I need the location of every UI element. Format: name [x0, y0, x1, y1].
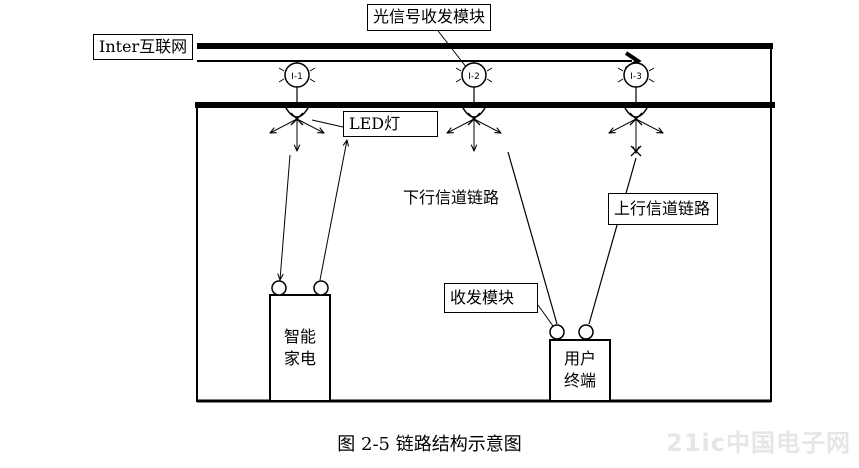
appliance-line-1: 智能: [283, 327, 316, 346]
led-leader-line: [311, 119, 344, 128]
lamp-3: I-3: [609, 61, 663, 157]
module-leader-line: [434, 26, 471, 73]
lamp-2-bulb-icon: [462, 107, 486, 118]
figure-caption: 图 2-5 链路结构示意图: [337, 434, 522, 455]
appliance-label: 智能 家电: [270, 326, 330, 370]
lamp-1-transceiver-icon: [284, 62, 310, 88]
downlink-line: [507, 151, 558, 325]
downlink-label: 下行信道链路: [403, 188, 500, 207]
terminal-tx-icon: [578, 324, 594, 340]
appliance-box: [269, 294, 331, 402]
lamp-1-id: I-1: [291, 72, 303, 82]
lamp-1: I-1: [270, 61, 324, 151]
led-lamp-label: LED灯: [343, 111, 438, 137]
terminal-box: [549, 339, 611, 402]
transceiver-label: 收发模块: [444, 283, 538, 313]
terminal-line-2: 终端: [563, 371, 596, 390]
terminal-line-1: 用户: [563, 349, 596, 368]
transceiver-leader-line: [537, 304, 554, 327]
appliance-line-2: 家电: [283, 349, 316, 368]
uplink-label: 上行信道链路: [608, 193, 718, 225]
appliance-downlink: [280, 154, 291, 280]
uplink-line: [588, 157, 637, 325]
lamp-2-id: I-2: [468, 72, 480, 82]
lamp-3-id: I-3: [630, 72, 642, 82]
appliance-tx-icon: [313, 280, 329, 296]
lamp-2: I-2: [447, 61, 501, 151]
terminal-label: 用户 终端: [550, 348, 610, 392]
lamp-3-transceiver-icon: [623, 62, 649, 88]
watermark-logo: 21ic中国电子网: [666, 429, 851, 457]
lamp-1-bulb-icon: [285, 107, 309, 118]
lamp-2-transceiver-icon: [461, 62, 487, 88]
terminal-rx-icon: [549, 324, 565, 340]
appliance-rx-icon: [271, 280, 287, 296]
internet-label: Inter互联网: [93, 34, 194, 60]
lamp-3-bulb-icon: [624, 107, 648, 118]
optical-module-label: 光信号收发模块: [367, 4, 492, 31]
appliance-uplink: [319, 140, 347, 281]
